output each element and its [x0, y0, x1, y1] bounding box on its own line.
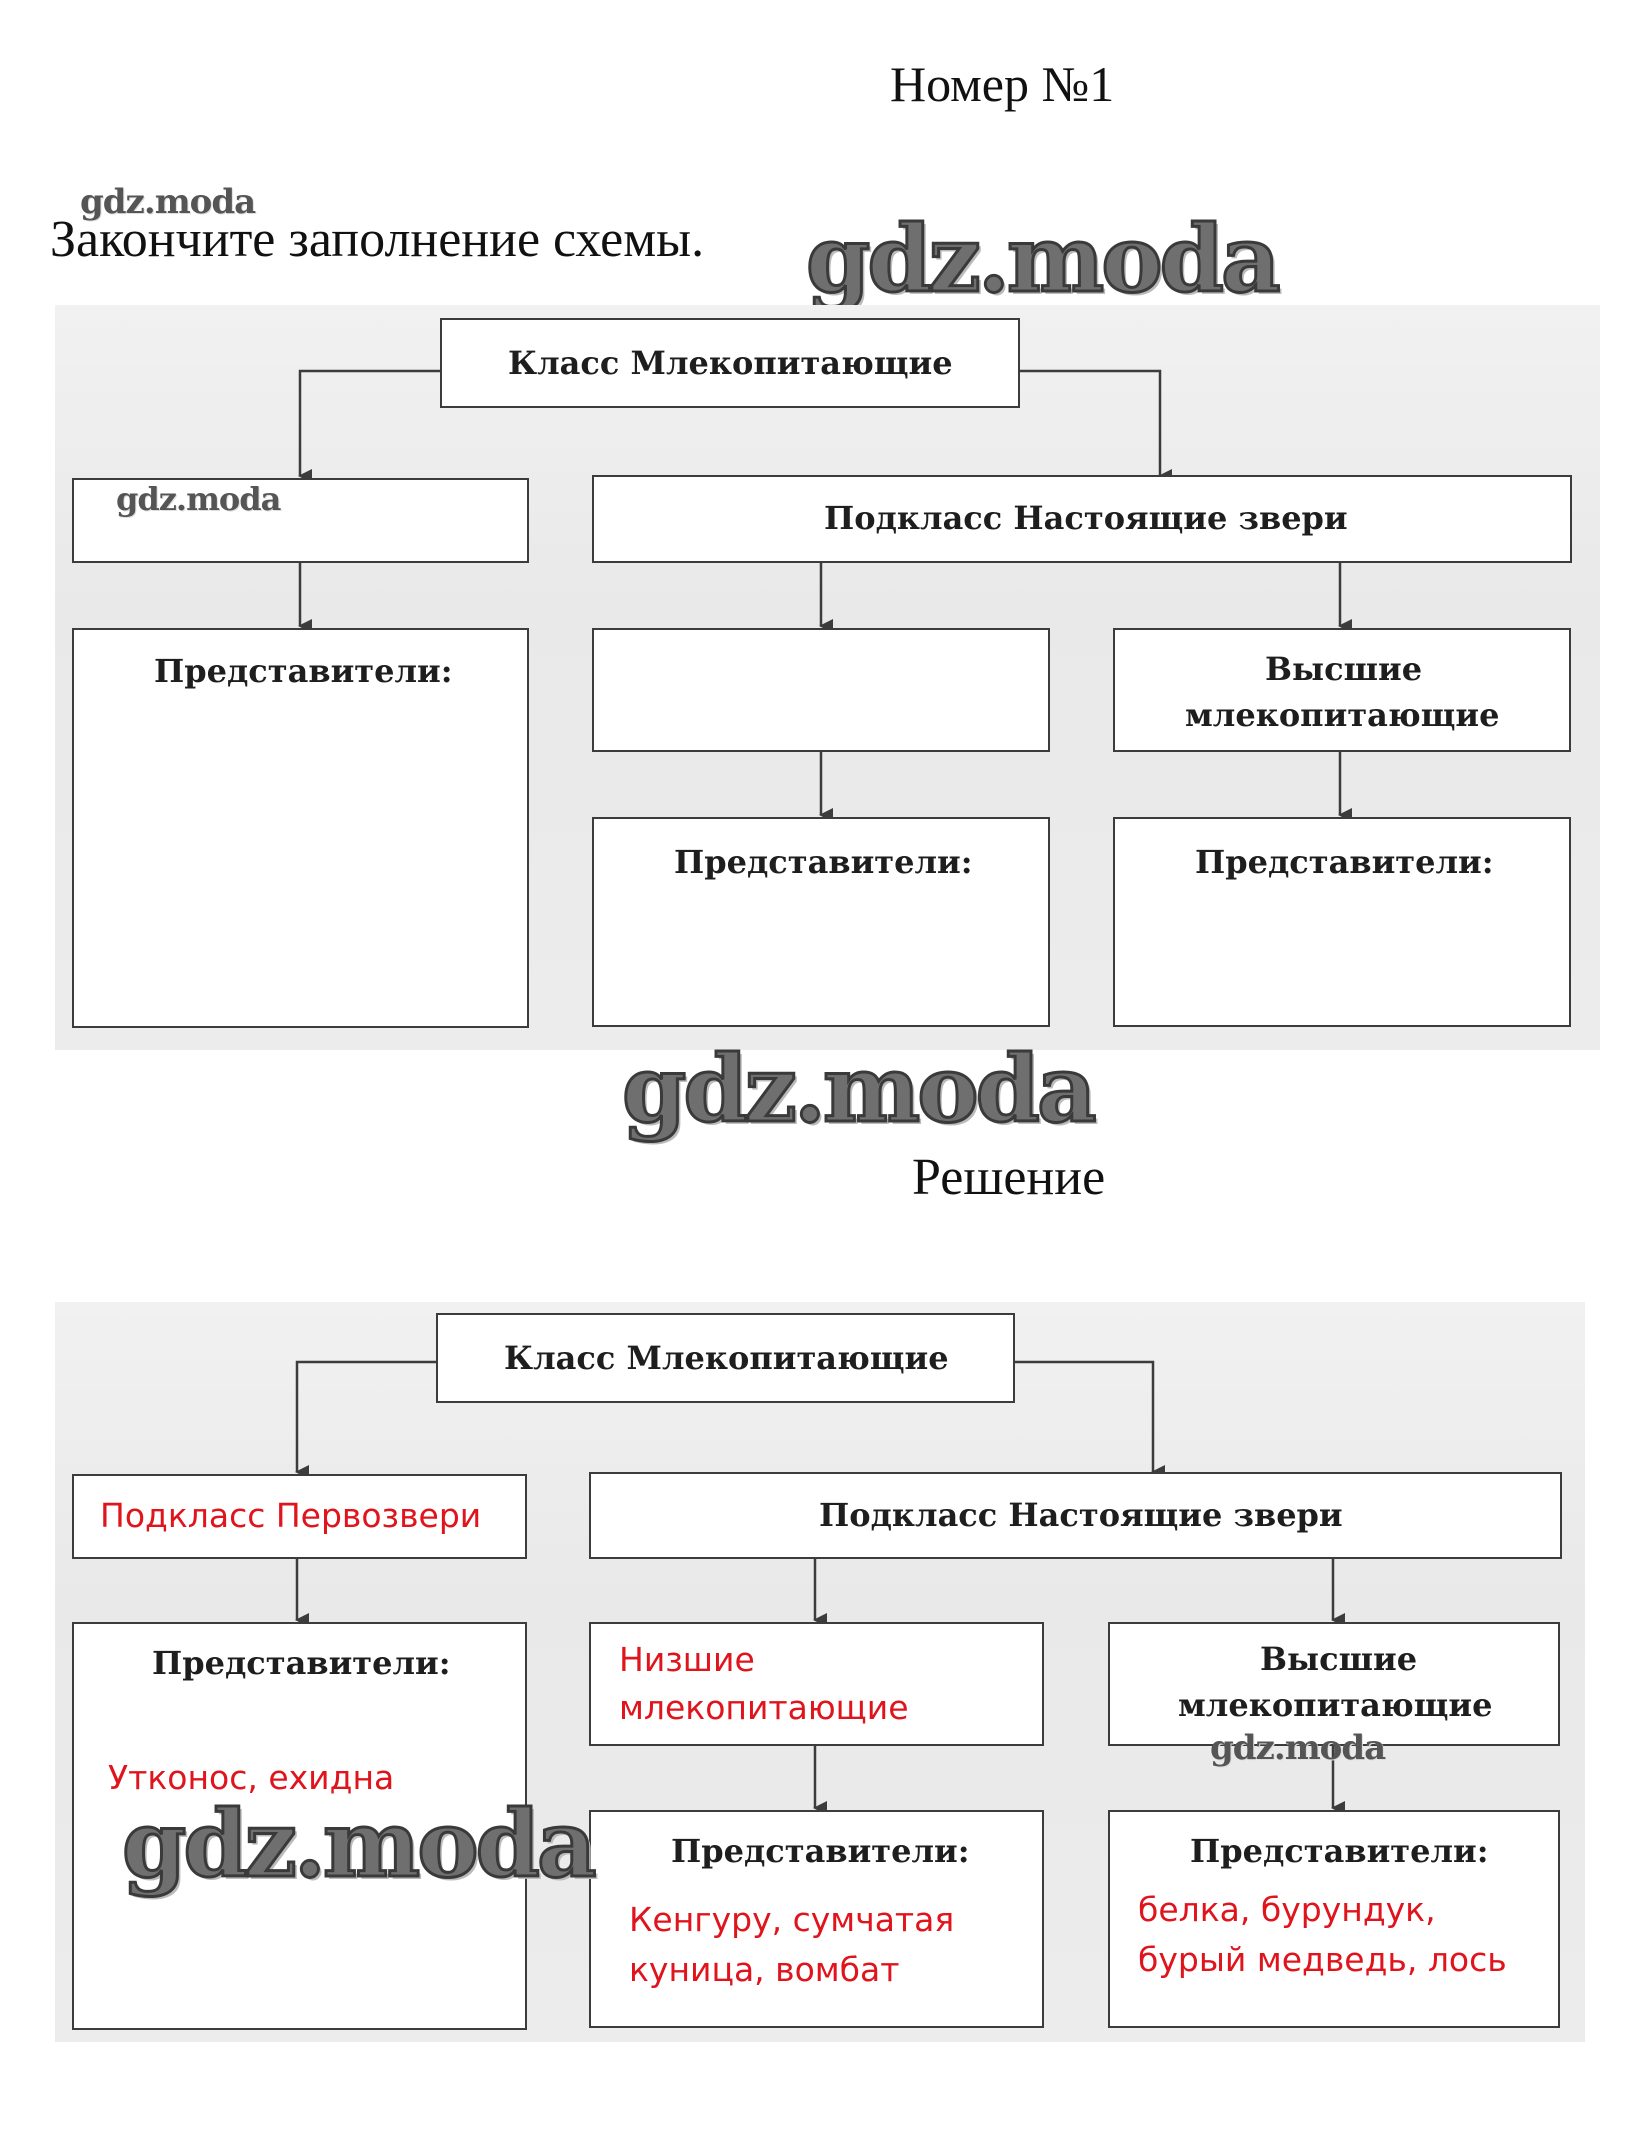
- solution-reps-right-box: Представители: белка, бурундук, бурый ме…: [1108, 1810, 1560, 2028]
- solution-subclass-right-box: Подкласс Настоящие звери: [589, 1472, 1562, 1559]
- solution-lower-mammals-box: Низшие млекопитающие: [589, 1622, 1044, 1746]
- solution-reps-right-answer-1: белка, бурундук,: [1138, 1890, 1436, 1929]
- solution-reps-mid-answer-1: Кенгуру, сумчатая: [629, 1900, 955, 1939]
- solution-reps-left-box: Представители: Утконос, ехидна: [72, 1622, 527, 2030]
- watermark: gdz.moda: [1210, 1728, 1386, 1768]
- watermark: gdz.moda: [621, 1034, 1099, 1145]
- watermark: gdz.moda: [805, 204, 1283, 315]
- solution-reps-mid-label: Представители:: [671, 1832, 970, 1870]
- watermark: gdz.moda: [80, 182, 256, 222]
- lower-mammals-box: [592, 628, 1050, 752]
- solution-higher-mammals-line1: Высшие: [1260, 1640, 1418, 1678]
- solution-subclass-right-label: Подкласс Настоящие звери: [819, 1496, 1343, 1534]
- solution-higher-mammals-box: Высшие млекопитающие: [1108, 1622, 1560, 1746]
- watermark: gdz.moda: [116, 480, 281, 518]
- solution-reps-left-answer: Утконос, ехидна: [108, 1758, 395, 1797]
- solution-label: Решение: [912, 1149, 1106, 1206]
- subclass-right-box: Подкласс Настоящие звери: [592, 475, 1572, 563]
- page-title: Номер №1: [890, 56, 1115, 112]
- class-box-label: Класс Млекопитающие: [508, 344, 953, 382]
- solution-reps-right-label: Представители:: [1190, 1832, 1489, 1870]
- class-box: Класс Млекопитающие: [440, 318, 1020, 408]
- reps-mid-box: Представители:: [592, 817, 1050, 1027]
- reps-left-box: Представители:: [72, 628, 529, 1028]
- solution-reps-mid-box: Представители: Кенгуру, сумчатая куница,…: [589, 1810, 1044, 2028]
- reps-right-label: Представители:: [1195, 843, 1494, 881]
- subclass-left-box: gdz.moda: [72, 478, 529, 563]
- solution-subclass-left-answer: Подкласс Первозвери: [100, 1496, 482, 1535]
- reps-left-label: Представители:: [154, 652, 453, 690]
- solution-class-label: Класс Млекопитающие: [504, 1339, 949, 1377]
- solution-lower-mammals-line2: млекопитающие: [619, 1688, 909, 1727]
- reps-mid-label: Представители:: [674, 843, 973, 881]
- reps-right-box: Представители:: [1113, 817, 1571, 1027]
- higher-mammals-line1: Высшие: [1265, 650, 1423, 688]
- task-text: Закончите заполнение схемы.: [50, 211, 705, 268]
- higher-mammals-box: Высшие млекопитающие: [1113, 628, 1571, 752]
- solution-lower-mammals-line1: Низшие: [619, 1640, 755, 1679]
- solution-reps-left-label: Представители:: [152, 1644, 451, 1682]
- solution-subclass-left-box: Подкласс Первозвери: [72, 1474, 527, 1559]
- solution-class-box: Класс Млекопитающие: [436, 1313, 1015, 1403]
- solution-reps-right-answer-2: бурый медведь, лось: [1138, 1940, 1507, 1979]
- watermark: gdz.moda: [121, 1789, 599, 1900]
- solution-reps-mid-answer-2: куница, вомбат: [629, 1950, 900, 1989]
- subclass-right-label: Подкласс Настоящие звери: [824, 499, 1348, 537]
- higher-mammals-line2: млекопитающие: [1185, 696, 1500, 734]
- solution-higher-mammals-line2: млекопитающие: [1178, 1686, 1493, 1724]
